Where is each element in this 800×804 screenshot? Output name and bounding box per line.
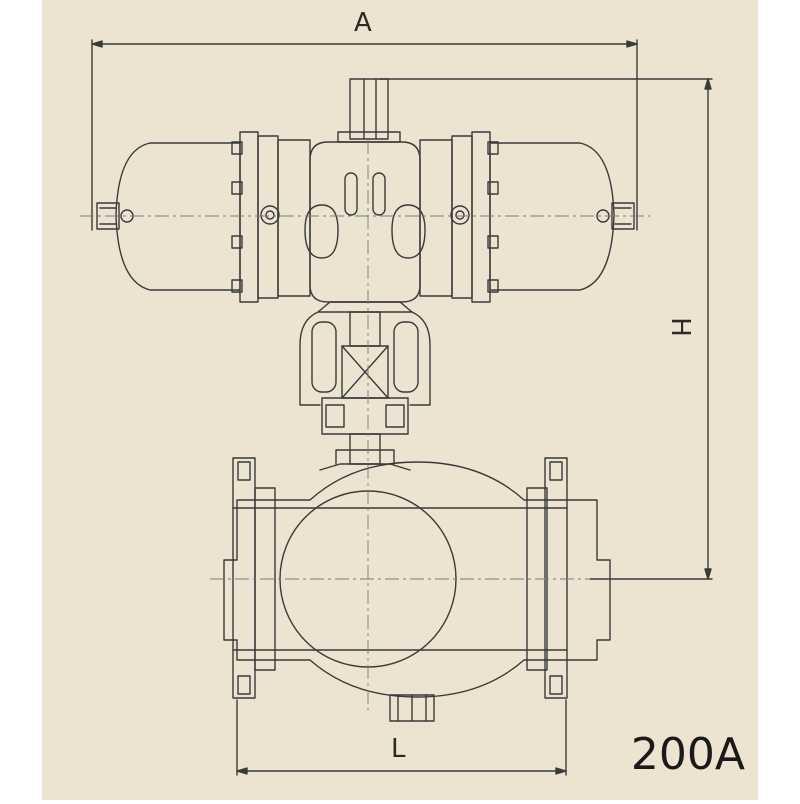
dimension-a-label: A — [354, 10, 372, 36]
model-size-label: 200A — [631, 729, 745, 780]
dimension-l-label: L — [391, 736, 406, 762]
dimension-h-label: H — [667, 317, 693, 337]
drawing-paper — [42, 0, 758, 800]
